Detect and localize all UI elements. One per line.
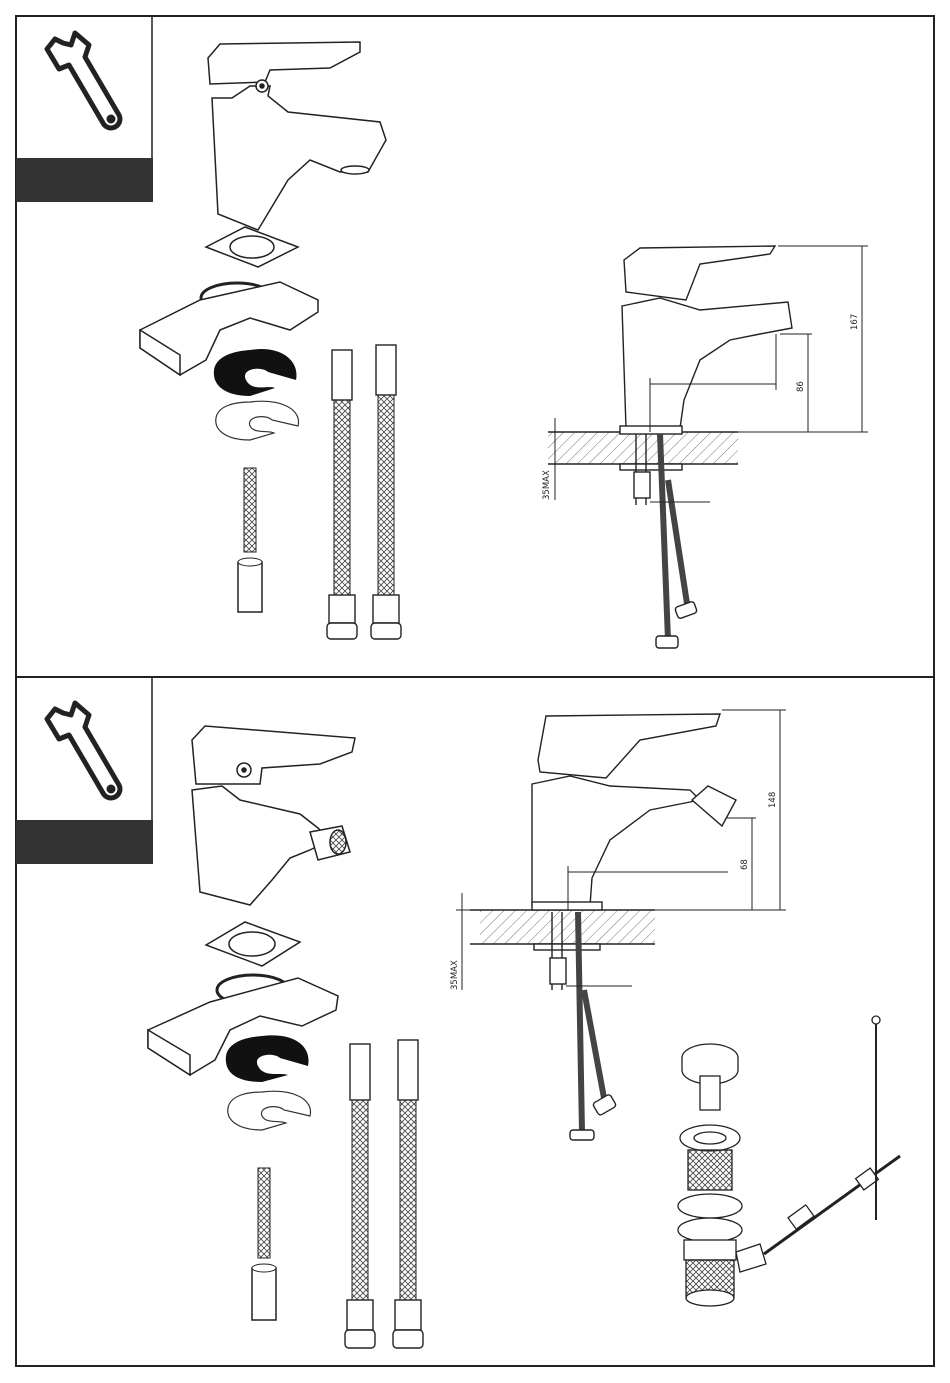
tool-header-1 [16, 16, 153, 202]
header-bar [16, 158, 153, 202]
side-elevation-1 [548, 246, 792, 648]
faucet-body-exploded [208, 42, 386, 230]
dim-spout-height-2: 68 [740, 859, 750, 870]
dim-deck-max-1: 35MAX [542, 470, 552, 500]
wrench-icon [47, 33, 120, 128]
rubber-horseshoe [226, 1035, 309, 1082]
wrench-icon [47, 703, 120, 798]
flex-hose-1 [327, 350, 357, 639]
threaded-rod [238, 468, 262, 612]
tool-header-2 [16, 677, 153, 864]
flex-hose-1 [345, 1044, 375, 1348]
panel-frame-bottom [16, 677, 934, 1366]
panel-basin-mixer: 167 86 35MAX [16, 16, 868, 648]
square-flange [206, 922, 300, 966]
rubber-horseshoe [214, 349, 297, 396]
flex-hose-2 [393, 1040, 423, 1348]
metal-horseshoe [216, 401, 299, 440]
dim-deck-max-2: 35MAX [450, 960, 460, 990]
threaded-rod [252, 1168, 276, 1320]
panel-bidet-mixer: 148 68 35MAX [16, 677, 900, 1348]
pop-up-waste [678, 1016, 900, 1306]
bidet-body-exploded [192, 726, 355, 905]
dim-spout-height-1: 86 [796, 381, 806, 392]
header-bar [16, 820, 153, 864]
flex-hose-2 [371, 345, 401, 639]
square-flange [206, 227, 298, 267]
dim-total-height-1: 167 [850, 314, 860, 330]
metal-horseshoe [228, 1091, 311, 1130]
dim-total-height-2: 148 [768, 792, 778, 808]
